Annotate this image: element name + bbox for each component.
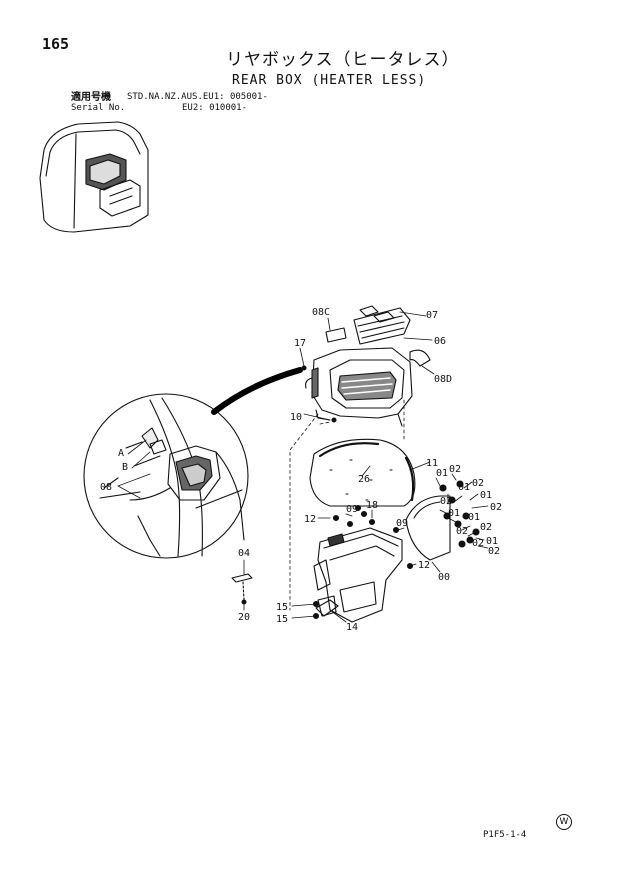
- detail-label-b: B: [122, 462, 128, 473]
- callout-09-a: 09: [346, 504, 358, 515]
- callout-20: 20: [238, 612, 250, 623]
- callout-01-f: 01: [486, 536, 498, 547]
- floor-mat: [309, 438, 416, 507]
- callout-01-c: 01: [480, 490, 492, 501]
- callout-02-a: 02: [449, 464, 461, 475]
- callout-18: 18: [366, 500, 378, 511]
- callout-02-h: 02: [472, 538, 484, 549]
- upper-parts: [325, 305, 431, 367]
- callout-01-e: 01: [468, 512, 480, 523]
- callout-12-a: 12: [304, 514, 316, 525]
- cab-thumbnail: [39, 121, 149, 233]
- callout-15-a: 15: [276, 602, 288, 613]
- callout-02-b: 02: [472, 478, 484, 489]
- serial-label: Serial No.: [71, 103, 126, 113]
- callout-15-b: 15: [276, 614, 288, 625]
- callout-06: 06: [434, 336, 446, 347]
- callout-02-d: 02: [490, 502, 502, 513]
- callout-04: 04: [238, 548, 250, 559]
- page-number: 165: [42, 35, 70, 53]
- detail-callout-circle: [83, 393, 249, 559]
- callout-02-g: 02: [488, 546, 500, 557]
- callout-10: 10: [290, 412, 302, 423]
- callout-08d: 08D: [434, 374, 452, 385]
- callout-07: 07: [426, 310, 438, 321]
- side-cover: [405, 495, 451, 561]
- callout-08c: 08C: [312, 307, 330, 318]
- callout-01-a: 01: [436, 468, 448, 479]
- callout-12-b: 12: [418, 560, 430, 571]
- applicability-label: 適用号機: [71, 92, 111, 103]
- title-english: REAR BOX (HEATER LESS): [232, 73, 427, 88]
- callout-14: 14: [346, 622, 358, 633]
- copyright-mark: W: [556, 814, 572, 830]
- leader-lines: [117, 311, 489, 623]
- callout-00: 00: [438, 572, 450, 583]
- document-code: P1F5-1-4: [483, 830, 527, 840]
- serial-eu2: EU2: 010001-: [182, 103, 248, 113]
- callout-01-d: 01: [448, 508, 460, 519]
- callout-01-b: 01: [458, 482, 470, 493]
- detail-label-a: A: [118, 448, 124, 459]
- applicability-models: STD.NA.NZ.AUS.EU1: 005001-: [127, 92, 268, 102]
- callout-02-f: 02: [456, 526, 468, 537]
- lower-frame: [313, 527, 403, 623]
- detail-label-08: 08: [100, 482, 112, 493]
- callout-02-e: 02: [480, 522, 492, 533]
- title-japanese: リヤボックス（ヒータレス）: [226, 50, 460, 70]
- callout-17: 17: [294, 338, 306, 349]
- callout-02-c: 02: [440, 496, 452, 507]
- callout-09-b: 09: [396, 518, 408, 529]
- callout-26: 26: [358, 474, 370, 485]
- callout-11: 11: [426, 458, 438, 469]
- callout-labels: 07 08C 06 17 08D 10 11 26 01 02 01 02 02…: [100, 307, 502, 633]
- rear-box-assembly: [305, 347, 413, 427]
- fasteners: [301, 365, 480, 570]
